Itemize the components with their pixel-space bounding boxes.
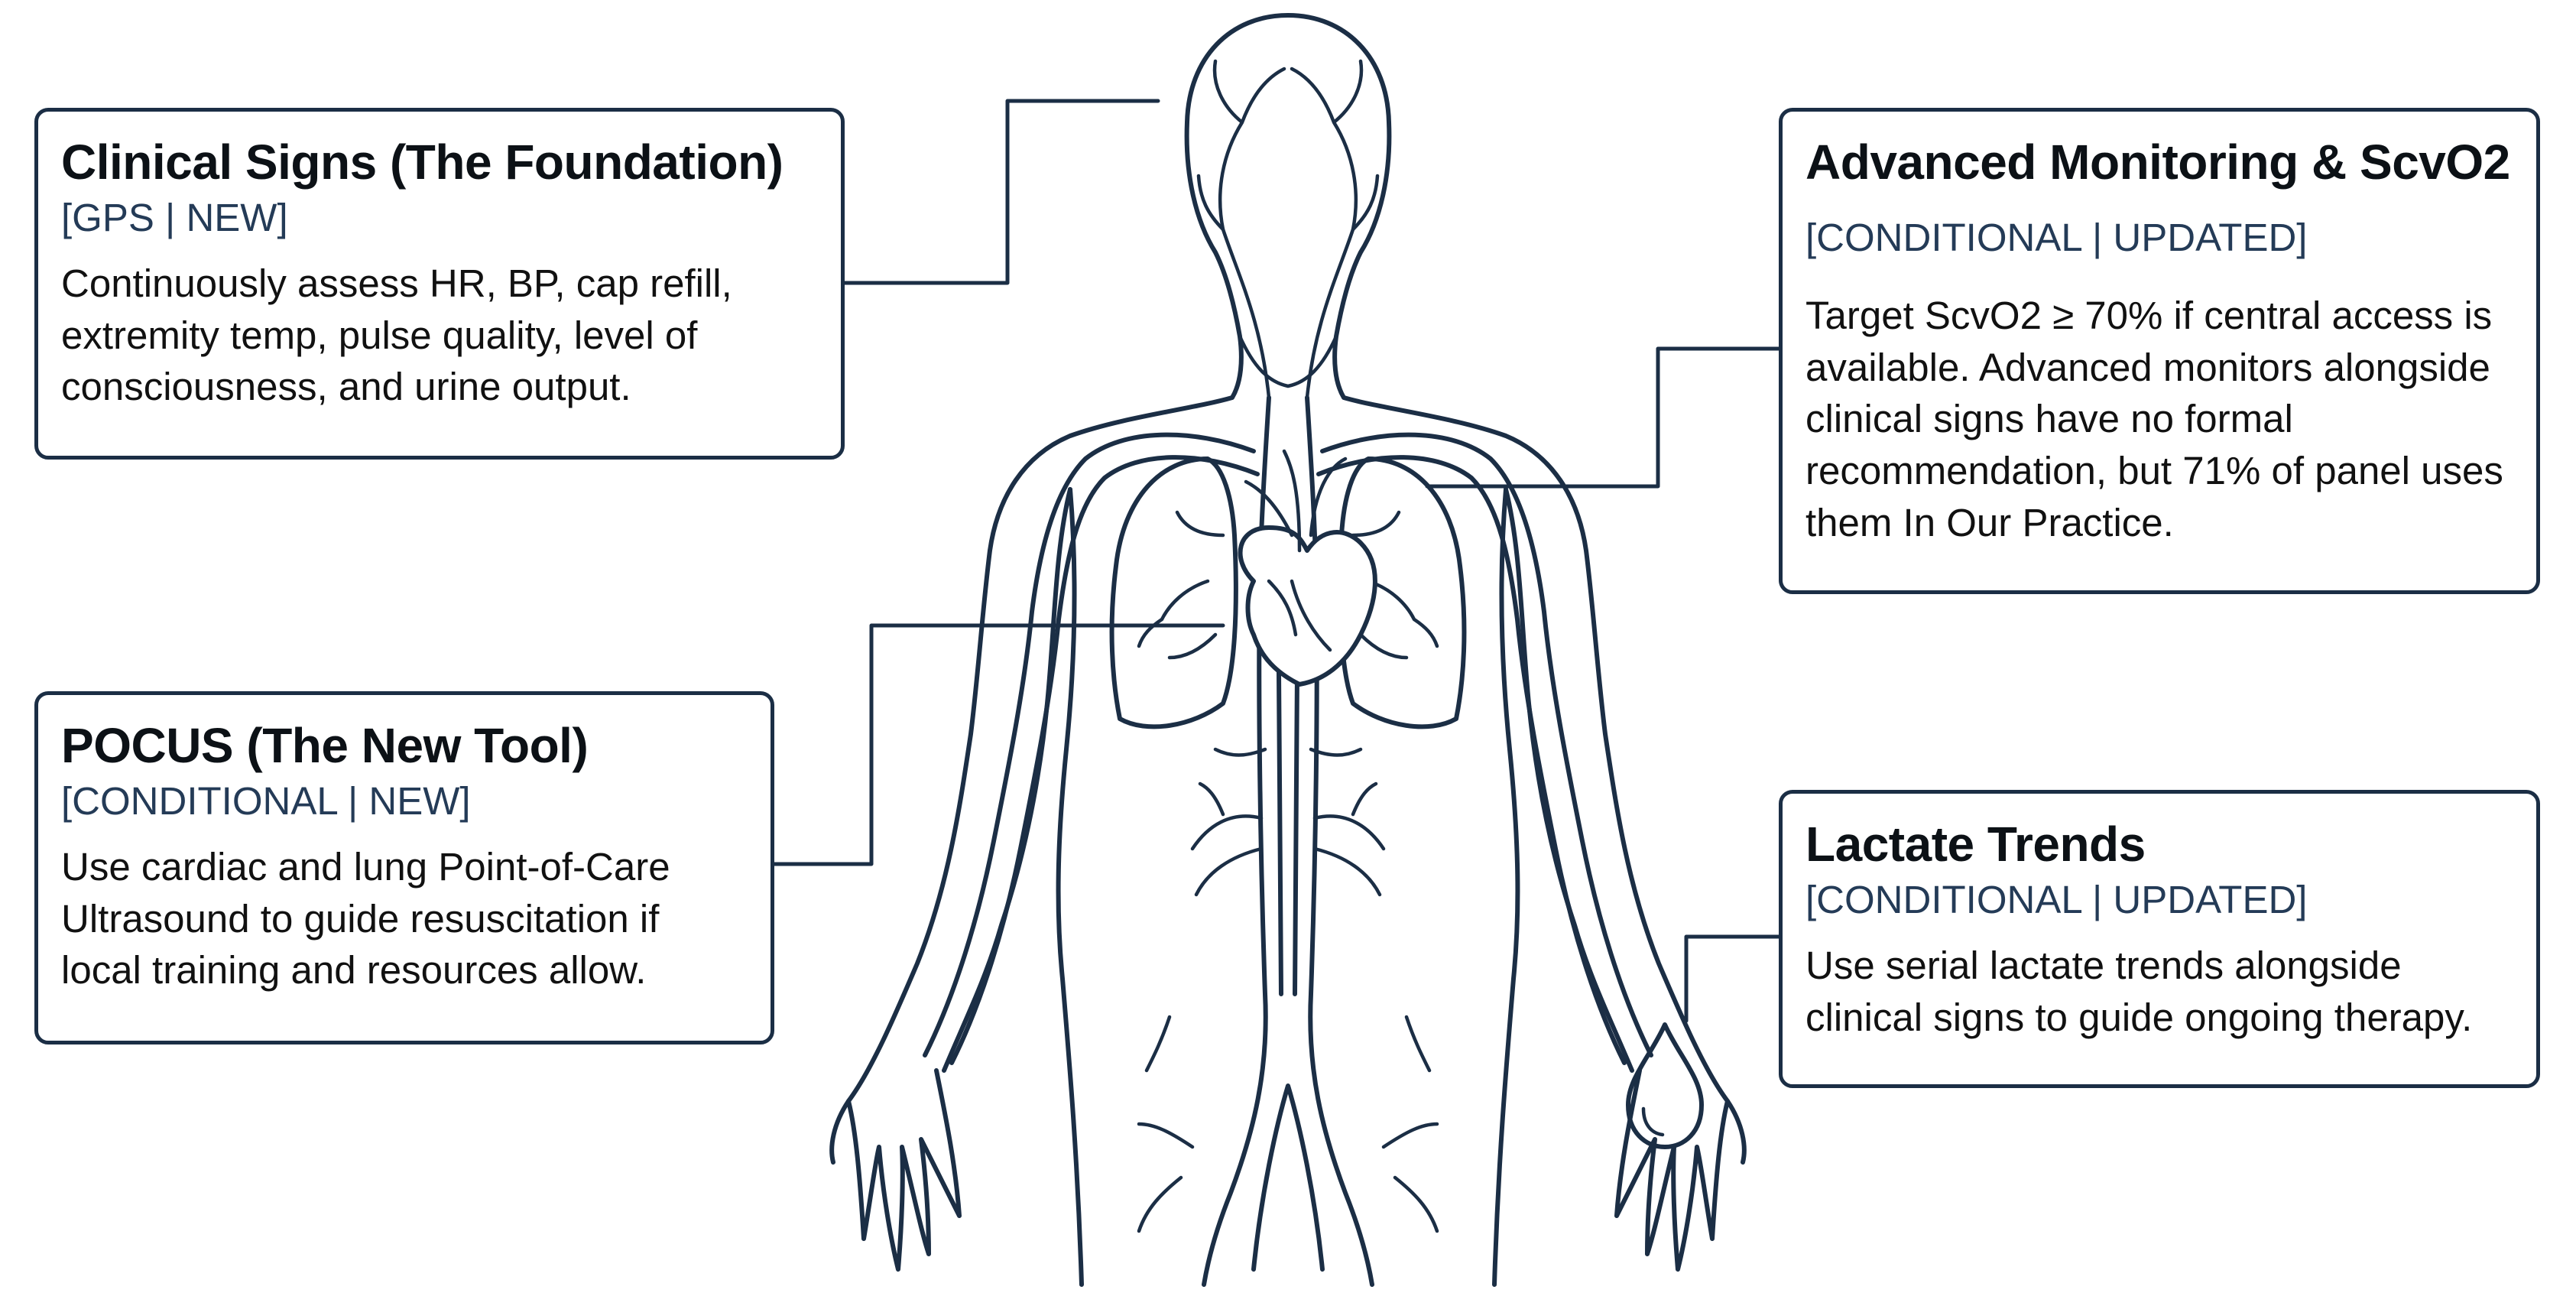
blood-drop-highlight: [1641, 1106, 1665, 1137]
callout-lactate-trends: Lactate Trends [CONDITIONAL | UPDATED] U…: [1779, 790, 2540, 1088]
callout-body: Target ScvO2 ≥ 70% if central access is …: [1805, 293, 2503, 545]
connector-clinical: [842, 99, 1160, 285]
connector-lactate: [1684, 934, 1781, 1023]
callout-tag: [CONDITIONAL | NEW]: [61, 778, 471, 823]
callout-tag: [CONDITIONAL | UPDATED]: [1805, 215, 2308, 259]
callout-title: Clinical Signs (The Foundation): [61, 135, 784, 190]
connector-advanced: [1425, 346, 1781, 489]
callout-tag: [GPS | NEW]: [61, 195, 288, 239]
callout-body: Use serial lactate trends alongside clin…: [1805, 943, 2473, 1039]
callout-pocus: POCUS (The New Tool) [CONDITIONAL | NEW]…: [34, 691, 774, 1044]
callout-title: Lactate Trends: [1805, 817, 2146, 872]
callout-tag: [CONDITIONAL | UPDATED]: [1805, 877, 2308, 921]
callout-title: Advanced Monitoring & ScvO2: [1805, 135, 2510, 190]
callout-clinical-signs: Clinical Signs (The Foundation) [GPS | N…: [34, 108, 845, 460]
callout-body: Continuously assess HR, BP, cap refill, …: [61, 261, 732, 409]
body-outline-icon: [829, 13, 1747, 1287]
callout-title: POCUS (The New Tool): [61, 718, 589, 773]
blood-drop-icon: [1626, 1022, 1704, 1149]
head-vessels: [1196, 59, 1380, 400]
connector-pocus: [772, 623, 1225, 866]
heart-icon: [1238, 449, 1377, 687]
callout-body: Use cardiac and lung Point-of-Care Ultra…: [61, 844, 670, 992]
callout-advanced-monitoring: Advanced Monitoring & ScvO2 [CONDITIONAL…: [1779, 108, 2540, 594]
